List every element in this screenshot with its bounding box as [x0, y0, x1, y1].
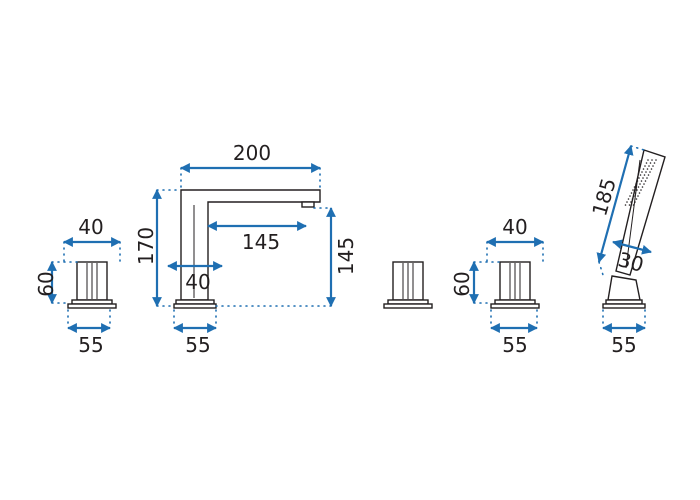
nozzle-dot [627, 198, 630, 200]
nozzle-dot [647, 159, 649, 161]
hand-shower-holder [607, 275, 641, 301]
nozzle-dot [632, 189, 634, 191]
nozzle-dot [651, 159, 653, 161]
spout-outlet [301, 201, 315, 208]
nozzle-dot [648, 165, 650, 167]
nozzle-dot [641, 171, 643, 173]
nozzle-dot [644, 165, 646, 167]
middle-handle [383, 261, 433, 309]
nozzle-dot [647, 174, 650, 176]
nozzle-dot [630, 201, 632, 203]
left-handle-height-label: 60 [34, 271, 58, 296]
nozzle-dot [644, 180, 647, 182]
nozzle-dot [646, 177, 648, 179]
nozzle-dot [635, 183, 637, 185]
nozzle-dot [649, 171, 651, 173]
nozzle-dot [632, 204, 635, 206]
nozzle-dot [640, 189, 642, 191]
spout-inner-reach-label: 145 [242, 230, 280, 254]
nozzle-dot [628, 204, 631, 206]
nozzle-dot [634, 201, 636, 203]
nozzle-dot [655, 159, 657, 161]
spout-base-label: 55 [185, 333, 210, 357]
hand-shower-dimensions: 185 30 55 [587, 145, 652, 357]
nozzle-dot [645, 162, 648, 164]
shower-length-arrow [596, 145, 634, 263]
shower-length-label: 185 [587, 175, 621, 218]
nozzle-dot [636, 189, 638, 191]
nozzle-dot [640, 180, 643, 182]
nozzle-dot [624, 204, 627, 206]
right-handle-width-label: 40 [502, 215, 527, 239]
spout-reach-label: 200 [233, 141, 271, 165]
left-handle-width-label: 40 [78, 215, 103, 239]
nozzle-dot [634, 192, 637, 194]
nozzle-dot [626, 201, 628, 203]
nozzle-dot [638, 192, 641, 194]
hand-shower [602, 149, 666, 309]
nozzle-dot [646, 168, 649, 170]
spout-dimensions: 200 170 145 145 40 55 [134, 141, 358, 357]
left-handle-dimensions: 40 60 55 [34, 215, 121, 357]
nozzle-dot [633, 186, 636, 188]
nozzle-dot [643, 183, 645, 185]
nozzle-dot [629, 195, 631, 197]
right-handle [490, 261, 540, 309]
nozzle-dot [635, 198, 638, 200]
nozzle-dot [642, 168, 645, 170]
left-handle [67, 261, 117, 309]
left-handle-base-label: 55 [78, 333, 103, 357]
nozzle-dot [637, 195, 639, 197]
nozzle-dot [653, 162, 656, 164]
shower-base-label: 55 [611, 333, 636, 357]
nozzle-dot [652, 165, 654, 167]
nozzle-dot [636, 180, 639, 182]
nozzle-dot [642, 177, 644, 179]
nozzle-dot [637, 186, 640, 188]
right-handle-height-label: 60 [450, 271, 474, 296]
spout-height-label: 170 [134, 227, 158, 265]
right-handle-dimensions: 40 60 55 [450, 215, 544, 357]
nozzle-dot [645, 171, 647, 173]
nozzle-dot [639, 183, 641, 185]
nozzle-dot [633, 195, 635, 197]
nozzle-dot [639, 174, 642, 176]
nozzle-dot [650, 168, 653, 170]
nozzle-dot [649, 162, 652, 164]
shower-head-width-arrow [612, 239, 652, 255]
nozzle-dot [631, 198, 634, 200]
nozzle-dot [638, 177, 640, 179]
nozzle-dot [641, 186, 644, 188]
spout-body-width-label: 40 [185, 270, 210, 294]
nozzle-dot [643, 174, 646, 176]
right-handle-base-label: 55 [502, 333, 527, 357]
spout-outlet-height-label: 145 [334, 237, 358, 275]
nozzle-dot [630, 192, 633, 194]
